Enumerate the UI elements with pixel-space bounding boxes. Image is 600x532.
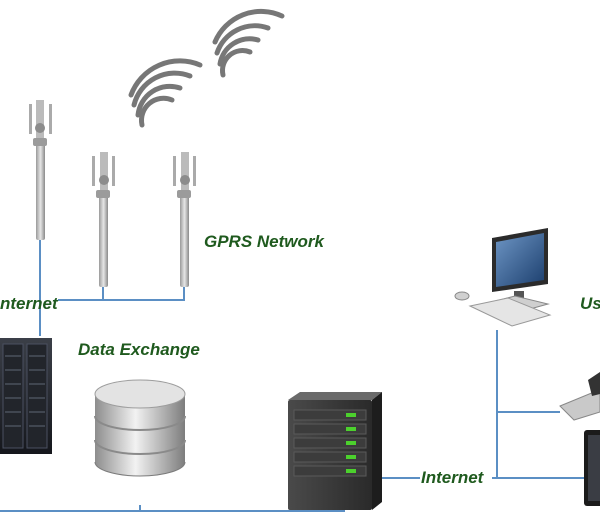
tablet-icon [584,430,600,506]
database-icon [94,379,186,477]
cell-tower-icon [173,152,196,287]
cell-tower-icon [29,100,52,240]
cell-tower-icon [92,152,115,287]
desktop-computer-icon [454,228,552,327]
data-exchange-label: Data Exchange [78,340,200,359]
connector-lines [0,238,600,512]
server-rack-icon [0,338,52,454]
gprs-network-label: GPRS Network [204,232,324,251]
internet-label-left: nternet [0,294,58,313]
server-tower-icon [288,392,382,510]
wireless-signal-icon [128,8,285,128]
users-label: Us [580,294,600,313]
internet-label-right: Internet [421,468,484,487]
laptop-icon [559,372,600,421]
